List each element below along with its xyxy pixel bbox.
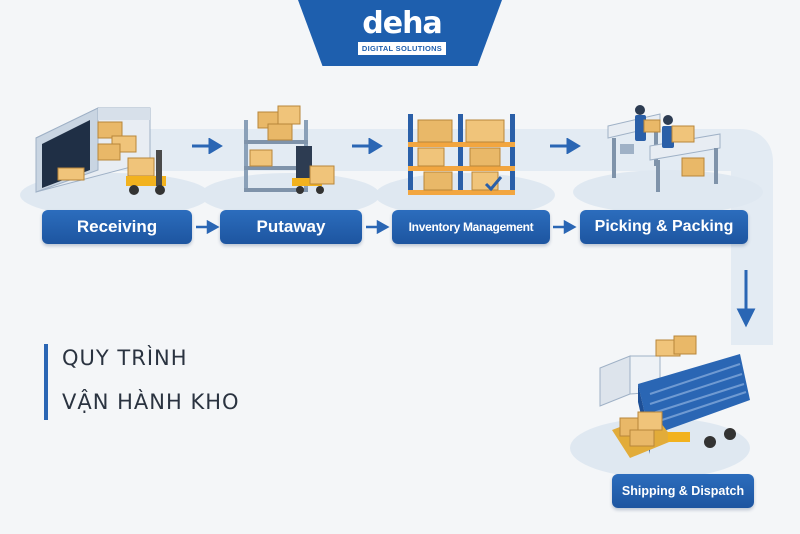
logo-banner [298,0,502,66]
arrow-down-icon [736,270,756,328]
stage-label-putaway: Putaway [220,210,362,244]
page-title-line-1: QUY TRÌNH [62,346,188,370]
arrow-right-icon [196,220,220,234]
logo-wordmark: deha [362,6,442,41]
title-accent-bar [44,344,48,420]
inventory-shelf-illustration [408,114,515,195]
arrow-right-icon [550,138,581,154]
page-title-line-2: VẬN HÀNH KHO [62,390,240,414]
logo-tagline: DIGITAL SOLUTIONS [357,42,447,55]
stage-label-picking-packing: Picking & Packing [580,210,748,244]
arrow-right-icon [192,138,223,154]
arrow-right-icon [553,220,577,234]
shipping-trucks-illustration [599,335,750,458]
arrow-right-icon [352,138,383,154]
stage-label-inventory-management: Inventory Management [392,210,550,244]
arrow-right-icon [366,220,390,234]
deha-logo[interactable]: deha DIGITAL SOLUTIONS [357,6,447,58]
putaway-forklift-illustration [244,105,335,194]
picking-packing-illustration [607,105,721,192]
stage-label-receiving: Receiving [42,210,192,244]
receiving-truck-illustration [35,107,166,195]
stage-label-shipping-dispatch: Shipping & Dispatch [612,474,754,508]
